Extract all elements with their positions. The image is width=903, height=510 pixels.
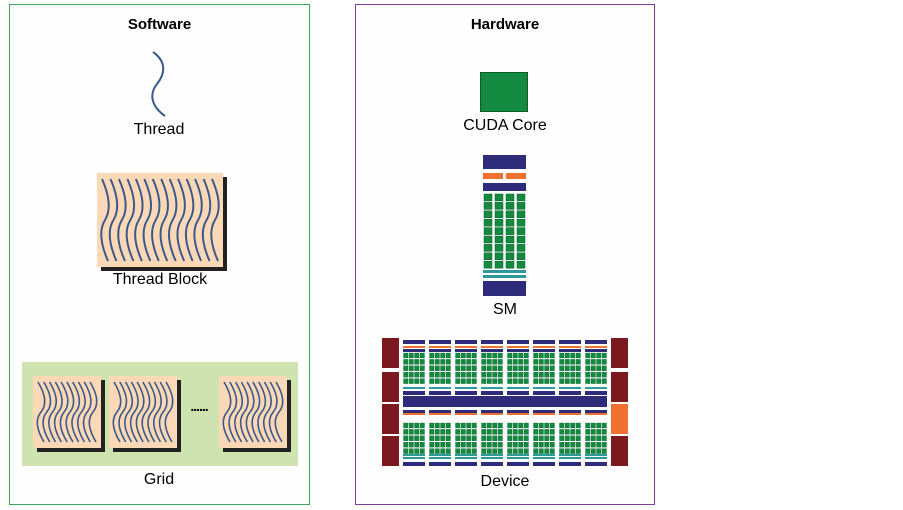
cuda-core-label: CUDA Core bbox=[463, 117, 547, 134]
grid-block-icon bbox=[219, 376, 291, 452]
sm-icon bbox=[483, 155, 526, 296]
thread-label: Thread bbox=[133, 121, 185, 138]
grid-ellipsis: ...... bbox=[190, 398, 208, 414]
cuda-core-icon bbox=[480, 72, 528, 112]
device-icon bbox=[382, 338, 628, 466]
device-label: Device bbox=[480, 473, 530, 490]
thread-block-label: Thread Block bbox=[112, 271, 208, 288]
grid-block-icon bbox=[109, 376, 181, 452]
hardware-title: Hardware bbox=[470, 16, 540, 33]
thread-squiggle-icon bbox=[151, 51, 166, 117]
thread-block-icon bbox=[97, 173, 227, 271]
software-title: Software bbox=[127, 16, 192, 33]
grid-label: Grid bbox=[143, 471, 175, 488]
sm-label: SM bbox=[493, 301, 517, 318]
hardware-panel: Hardware bbox=[355, 4, 655, 505]
grid-block-icon bbox=[33, 376, 105, 452]
